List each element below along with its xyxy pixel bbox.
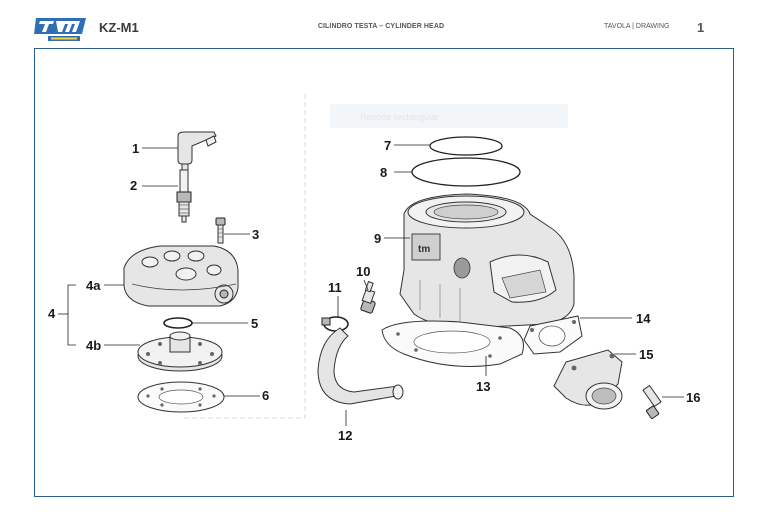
callout-9: 9: [374, 231, 381, 246]
spark-plug-part: [176, 169, 192, 223]
callout-1: 1: [132, 141, 139, 156]
temperature-sensor-part: [360, 280, 376, 314]
page-number: 1: [697, 20, 705, 35]
callout-4: 4: [48, 306, 56, 321]
hose-end-icon: [392, 384, 404, 400]
ghost-overlay-box: [330, 104, 568, 128]
callout-12: 12: [338, 428, 352, 443]
exhaust-manifold-part: [553, 349, 623, 410]
leader-lines: [58, 144, 684, 426]
callout-15: 15: [639, 347, 653, 362]
page-title: CILINDRO TESTA – CYLINDER HEAD: [317, 23, 445, 30]
spark-plug-cap-part: [177, 131, 217, 173]
callout-8: 8: [380, 165, 387, 180]
callout-14: 14: [636, 311, 651, 326]
cylinder-head-cover-part: [123, 245, 239, 307]
ghost-overlay-text: Recorte rectangular: [360, 112, 439, 122]
callout-16: 16: [686, 390, 700, 405]
callout-10: 10: [356, 264, 370, 279]
callout-7: 7: [384, 138, 391, 153]
cylinder-o-ring-upper-part: [429, 136, 503, 156]
drawing-label: TAVOLA | DRAWING: [604, 23, 670, 30]
exhaust-gasket-part: [523, 315, 583, 355]
base-gasket-part: [381, 320, 524, 367]
callout-6: 6: [262, 388, 269, 403]
dashed-assembly-outline: [184, 94, 306, 419]
stud-bolt-part: [642, 384, 662, 420]
diagram-frame: [34, 48, 734, 497]
svg-text:tm: tm: [418, 244, 430, 255]
combustion-chamber-part: [137, 331, 223, 372]
page-header: KZ-M1 CILINDRO TESTA – CYLINDER HEAD TAV…: [0, 0, 762, 44]
head-screw-part: [215, 217, 226, 244]
head-gasket-part: [137, 381, 225, 413]
callout-13: 13: [476, 379, 490, 394]
o-ring-part: [163, 317, 193, 329]
callout-4a: 4a: [86, 278, 101, 293]
hose-clamp-part: [321, 316, 349, 332]
callout-2: 2: [130, 178, 137, 193]
tm-racing-logo-icon: [34, 18, 86, 41]
callout-5: 5: [251, 316, 258, 331]
model-name: KZ-M1: [99, 20, 139, 35]
callout-4b: 4b: [86, 338, 101, 353]
cylinder-o-ring-lower-part: [411, 157, 521, 187]
callout-3: 3: [252, 227, 259, 242]
callout-11: 11: [328, 280, 342, 295]
cylinder-part: tm: [399, 193, 575, 329]
